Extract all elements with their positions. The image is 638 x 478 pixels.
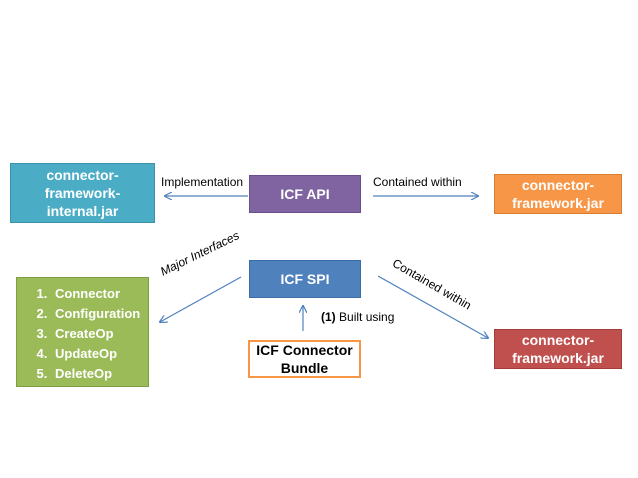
implementation-label: Implementation bbox=[161, 175, 244, 189]
major-interfaces-list-box: Connector Configuration CreateOp UpdateO… bbox=[16, 277, 149, 387]
interfaces-list: Connector Configuration CreateOp UpdateO… bbox=[17, 286, 148, 382]
contained-within-spi-arrow bbox=[377, 275, 488, 338]
connector-framework-jar-orange-label: connector-framework.jar bbox=[512, 176, 604, 211]
major-interfaces-arrow bbox=[160, 276, 242, 322]
connector-framework-jar-red-box: connector-framework.jar bbox=[494, 329, 622, 369]
interface-item: Connector bbox=[51, 286, 148, 303]
built-using-label: (1) Built using bbox=[321, 310, 394, 324]
connector-framework-internal-jar-box: connector-framework-internal.jar bbox=[10, 163, 155, 223]
interface-item: DeleteOp bbox=[51, 366, 148, 383]
icf-connector-bundle-box: ICF Connector Bundle bbox=[248, 340, 361, 378]
contained-within-api-label: Contained within bbox=[373, 175, 462, 189]
built-using-text: Built using bbox=[339, 310, 395, 324]
icf-connector-bundle-label: ICF Connector Bundle bbox=[256, 341, 353, 376]
icf-spi-label: ICF SPI bbox=[280, 270, 330, 287]
interface-item: Configuration bbox=[51, 306, 148, 323]
built-using-number: (1) bbox=[321, 310, 336, 324]
interface-item: CreateOp bbox=[51, 326, 148, 343]
icf-spi-box: ICF SPI bbox=[249, 260, 361, 298]
connector-framework-internal-jar-label: connector-framework-internal.jar bbox=[44, 166, 121, 220]
icf-api-box: ICF API bbox=[249, 175, 361, 213]
connector-framework-jar-red-label: connector-framework.jar bbox=[512, 331, 604, 366]
interface-item: UpdateOp bbox=[51, 346, 148, 363]
icf-api-label: ICF API bbox=[280, 185, 330, 202]
connector-framework-jar-orange-box: connector-framework.jar bbox=[494, 174, 622, 214]
